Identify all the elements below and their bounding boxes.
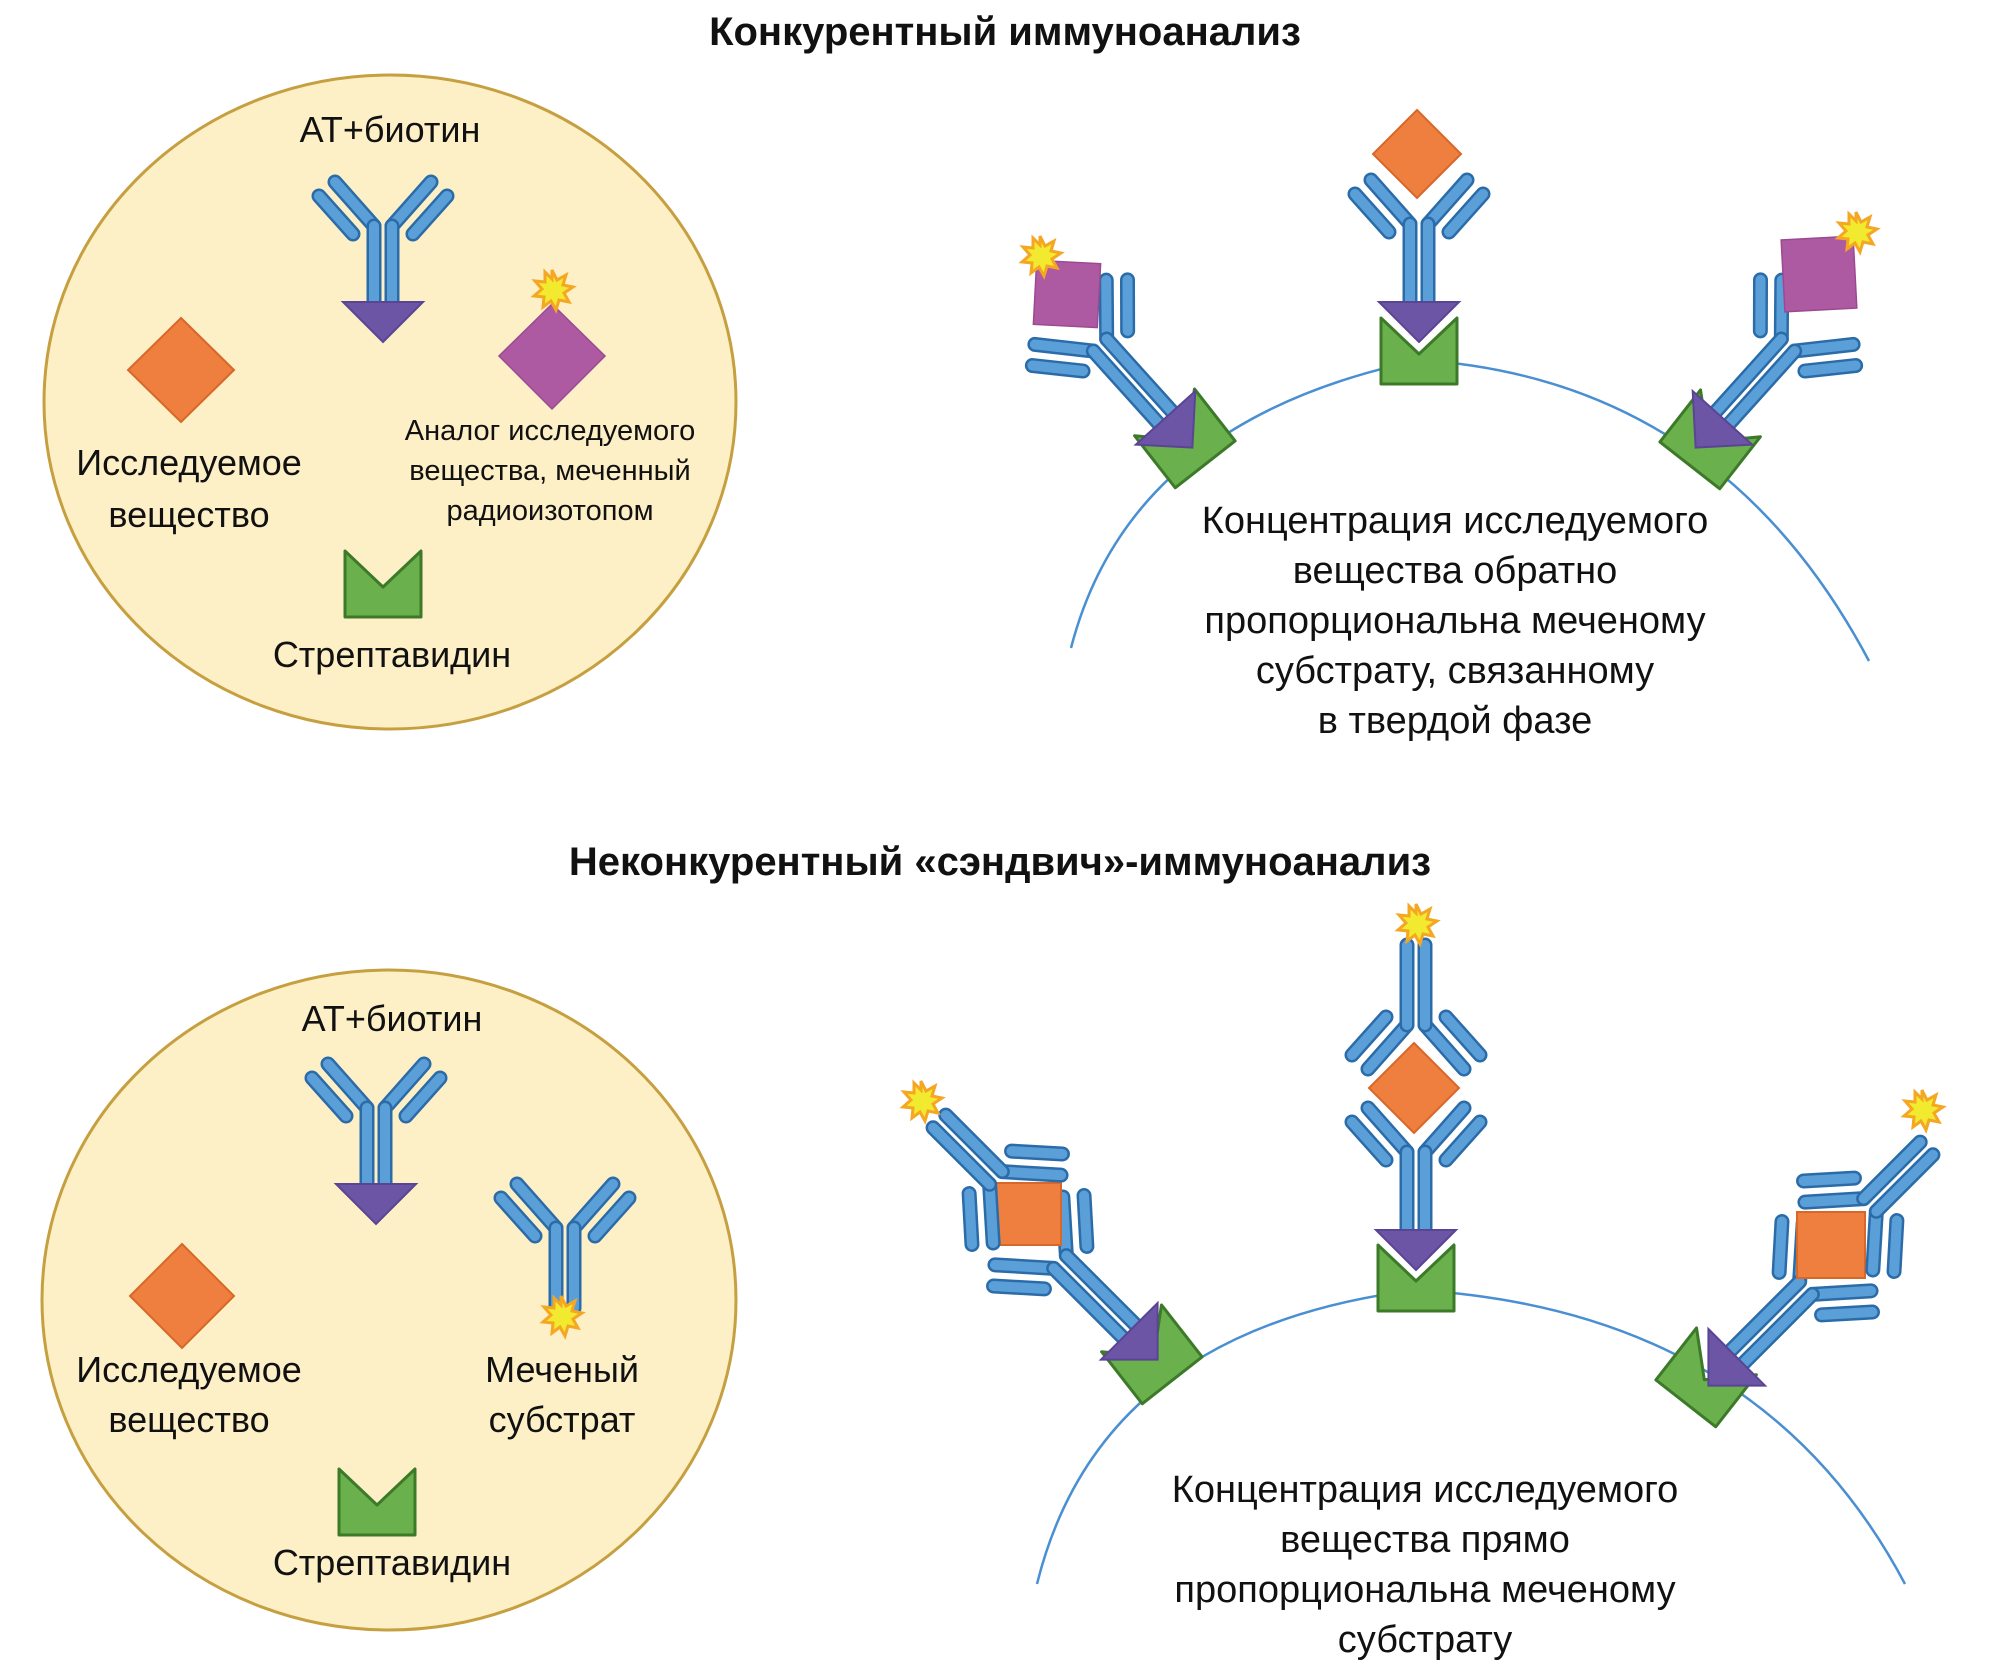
sandwich-complex-left (901, 1079, 1204, 1406)
bound-analog-complex-right (1658, 210, 1879, 491)
analyte-diamond-icon (128, 1242, 236, 1350)
competitive-panel: Конкурентный иммуноанализ АТ+биотин Иссл… (42, 10, 1879, 742)
labeled-substrate-label-line-1: Меченый (485, 1349, 639, 1390)
competitive-description-line-2: вещества обратно (1293, 550, 1618, 592)
analyte-diamond-icon (1367, 1041, 1461, 1135)
antibody-biotin-label: АТ+биотин (302, 998, 483, 1039)
sandwich-solid-phase: Концентрация исследуемого вещества прямо… (901, 902, 1945, 1661)
bound-analyte-complex (1355, 108, 1483, 386)
sandwich-description-line-2: вещества прямо (1280, 1519, 1570, 1561)
reagent-pool-circle (42, 73, 738, 731)
analyte-label-line-2: вещество (108, 494, 269, 535)
analog-label-line-2: вещества, меченный (409, 455, 690, 487)
competitive-description-line-4: субстрату, связанному (1256, 650, 1654, 692)
sandwich-complex-right (1654, 1088, 1945, 1429)
competitive-description-line-1: Концентрация исследуемого (1202, 500, 1709, 542)
sandwich-complex-center (1352, 902, 1480, 1313)
sandwich-description-line-4: субстрату (1338, 1619, 1512, 1661)
antibody-biotin-label: АТ+биотин (300, 109, 481, 150)
competitive-title: Конкурентный иммуноанализ (709, 10, 1301, 54)
bound-analog-complex-left (1022, 234, 1237, 490)
competitive-reagent-pool: АТ+биотин Исследуемое вещество Аналог ис… (42, 73, 738, 731)
competitive-solid-phase: Концентрация исследуемого вещества обрат… (1022, 108, 1879, 742)
labeled-substrate-label-line-2: субстрат (489, 1399, 636, 1440)
sandwich-description-line-3: пропорциональна меченому (1174, 1569, 1675, 1611)
streptavidin-label: Стрептавидин (273, 1542, 511, 1583)
competitive-description-line-3: пропорциональна меченому (1204, 600, 1705, 642)
sandwich-title: Неконкурентный «сэндвич»-иммуноанализ (569, 840, 1431, 884)
analyte-diamond-icon (126, 316, 236, 424)
reagent-pool-circle (40, 968, 738, 1632)
analog-label-line-3: радиоизотопом (446, 495, 653, 527)
analyte-label-line-1: Исследуемое (76, 1349, 302, 1390)
analog-diamond-icon (497, 302, 607, 411)
sandwich-reagent-pool: АТ+биотин Исследуемое вещество Меченый с… (40, 968, 738, 1632)
analyte-label-line-1: Исследуемое (76, 442, 302, 483)
sandwich-description-line-1: Концентрация исследуемого (1172, 1469, 1679, 1511)
analyte-label-line-2: вещество (108, 1399, 269, 1440)
streptavidin-label: Стрептавидин (273, 634, 511, 675)
sandwich-panel: Неконкурентный «сэндвич»-иммуноанализ АТ… (40, 840, 1945, 1661)
analyte-diamond-icon (1371, 108, 1463, 200)
analog-label-line-1: Аналог исследуемого (405, 415, 695, 447)
competitive-description-line-5: в твердой фазе (1318, 700, 1593, 742)
